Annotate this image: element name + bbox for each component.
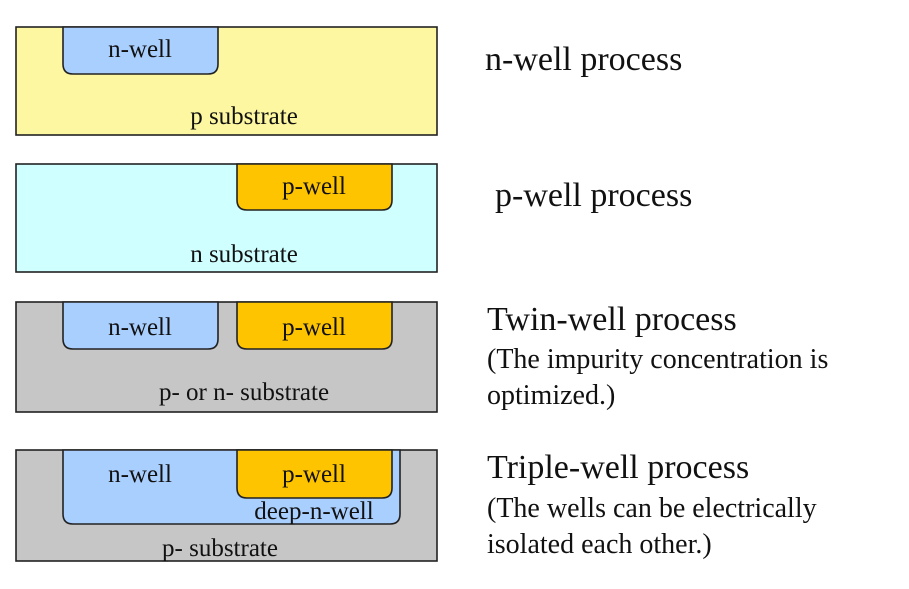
- p-well-label: p-well: [282, 461, 346, 488]
- n-well-region: [62, 301, 219, 350]
- process-title: p-well process: [495, 177, 692, 214]
- n-well-label: n-well: [108, 461, 172, 488]
- p-well-label: p-well: [282, 173, 346, 200]
- row-n-well-process: n-well p substrate n-well process: [15, 26, 682, 136]
- process-note-line-2: isolated each other.): [487, 529, 712, 560]
- process-note-line-1: (The impurity concentration is: [487, 344, 828, 375]
- process-note-line-1: (The wells can be electrically: [487, 493, 817, 524]
- row-twin-well-process: n-well p-well p- or n- substrate Twin-we…: [15, 301, 828, 413]
- n-well-label: n-well: [108, 36, 172, 63]
- process-title: Twin-well process: [487, 301, 737, 338]
- row-triple-well-process: n-well p-well deep-n-well p- substrate T…: [15, 449, 817, 562]
- n-well-label: n-well: [108, 314, 172, 341]
- substrate-label: p substrate: [190, 103, 298, 130]
- substrate-label: n substrate: [190, 241, 298, 268]
- p-well-region: [236, 301, 393, 350]
- process-title: n-well process: [485, 41, 682, 78]
- process-title: Triple-well process: [487, 449, 749, 486]
- row-p-well-process: p-well n substrate p-well process: [15, 163, 692, 273]
- substrate-label: p- substrate: [162, 535, 278, 562]
- p-well-region: [236, 449, 393, 499]
- substrate-label: p- or n- substrate: [159, 379, 329, 406]
- p-well-region: [236, 163, 393, 211]
- process-note-line-2: optimized.): [487, 380, 615, 411]
- deep-n-well-label: deep-n-well: [254, 498, 373, 525]
- p-well-label: p-well: [282, 314, 346, 341]
- n-well-region: [62, 26, 219, 75]
